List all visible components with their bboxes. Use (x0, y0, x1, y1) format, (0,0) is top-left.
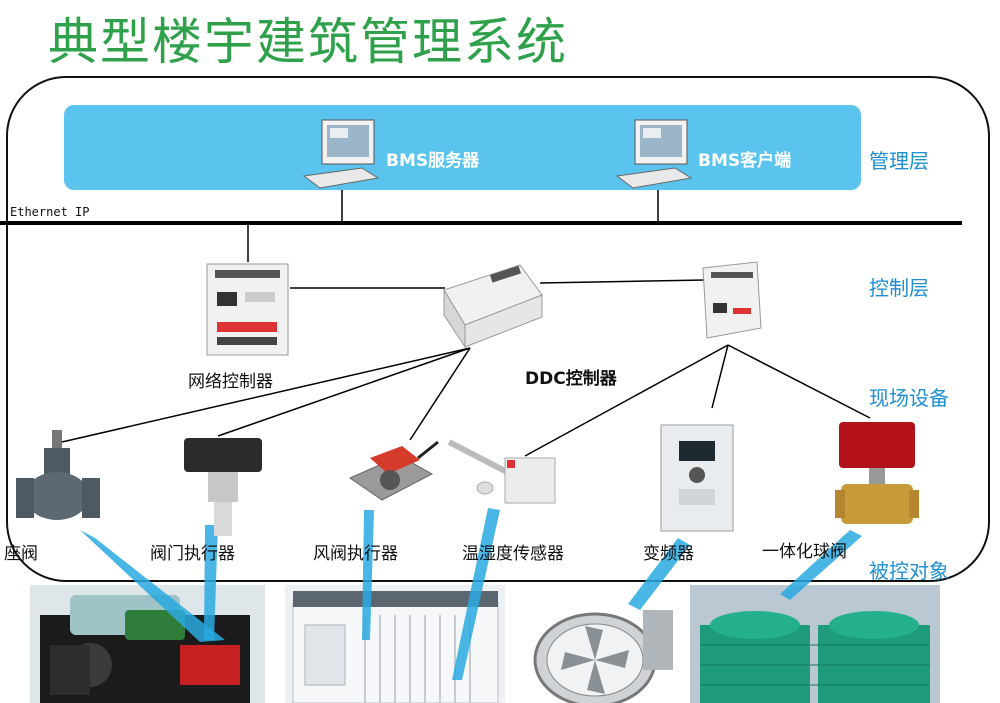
damper-actuator-icon (348, 440, 439, 501)
ethernet-ip-label: Ethernet IP (10, 205, 90, 219)
network-controller-label: 网络控制器 (188, 372, 273, 392)
valve-actuator-icon (184, 438, 262, 536)
controlled-objects-layer-label: 被控对象 (869, 559, 949, 583)
ddc-controller-device-icon (443, 264, 543, 349)
bms-server-computer-icon (302, 119, 380, 189)
network-controller-device-icon (206, 263, 289, 356)
field-device-label-temp-humidity-sensor: 温湿度传感器 (462, 544, 564, 564)
axial-fan-image (525, 590, 680, 703)
management-band (64, 105, 861, 190)
field-device-label-ball-valve: 一体化球阀 (762, 542, 847, 562)
field-device-label-seat-valve: 座阀 (4, 544, 38, 564)
control-layer-label: 控制层 (869, 276, 929, 300)
temp-humidity-sensor-icon (447, 439, 556, 504)
frequency-inverter-icon (660, 424, 734, 532)
management-layer-label: 管理层 (869, 149, 929, 173)
bms-client-label: BMS客户端 (698, 151, 792, 171)
bms-server-label: BMS服务器 (386, 151, 480, 171)
system-frame (6, 76, 990, 582)
field-device-label-inverter: 变频器 (643, 544, 694, 564)
field-device-label-damper-actuator: 风阀执行器 (313, 544, 398, 564)
page-title: 典型楼宇建筑管理系统 (48, 13, 568, 71)
bms-client-computer-icon (615, 119, 693, 189)
cooling-tower-image (690, 585, 940, 703)
field-devices-layer-label: 现场设备 (869, 386, 949, 410)
seat-valve-icon (16, 430, 100, 520)
field-device-label-valve-actuator: 阀门执行器 (150, 544, 235, 564)
chiller-image (30, 585, 265, 703)
ddc-controller-label: DDC控制器 (525, 369, 617, 389)
ddc-controller-2-device-icon (702, 261, 762, 339)
integrated-ball-valve-icon (835, 422, 919, 524)
